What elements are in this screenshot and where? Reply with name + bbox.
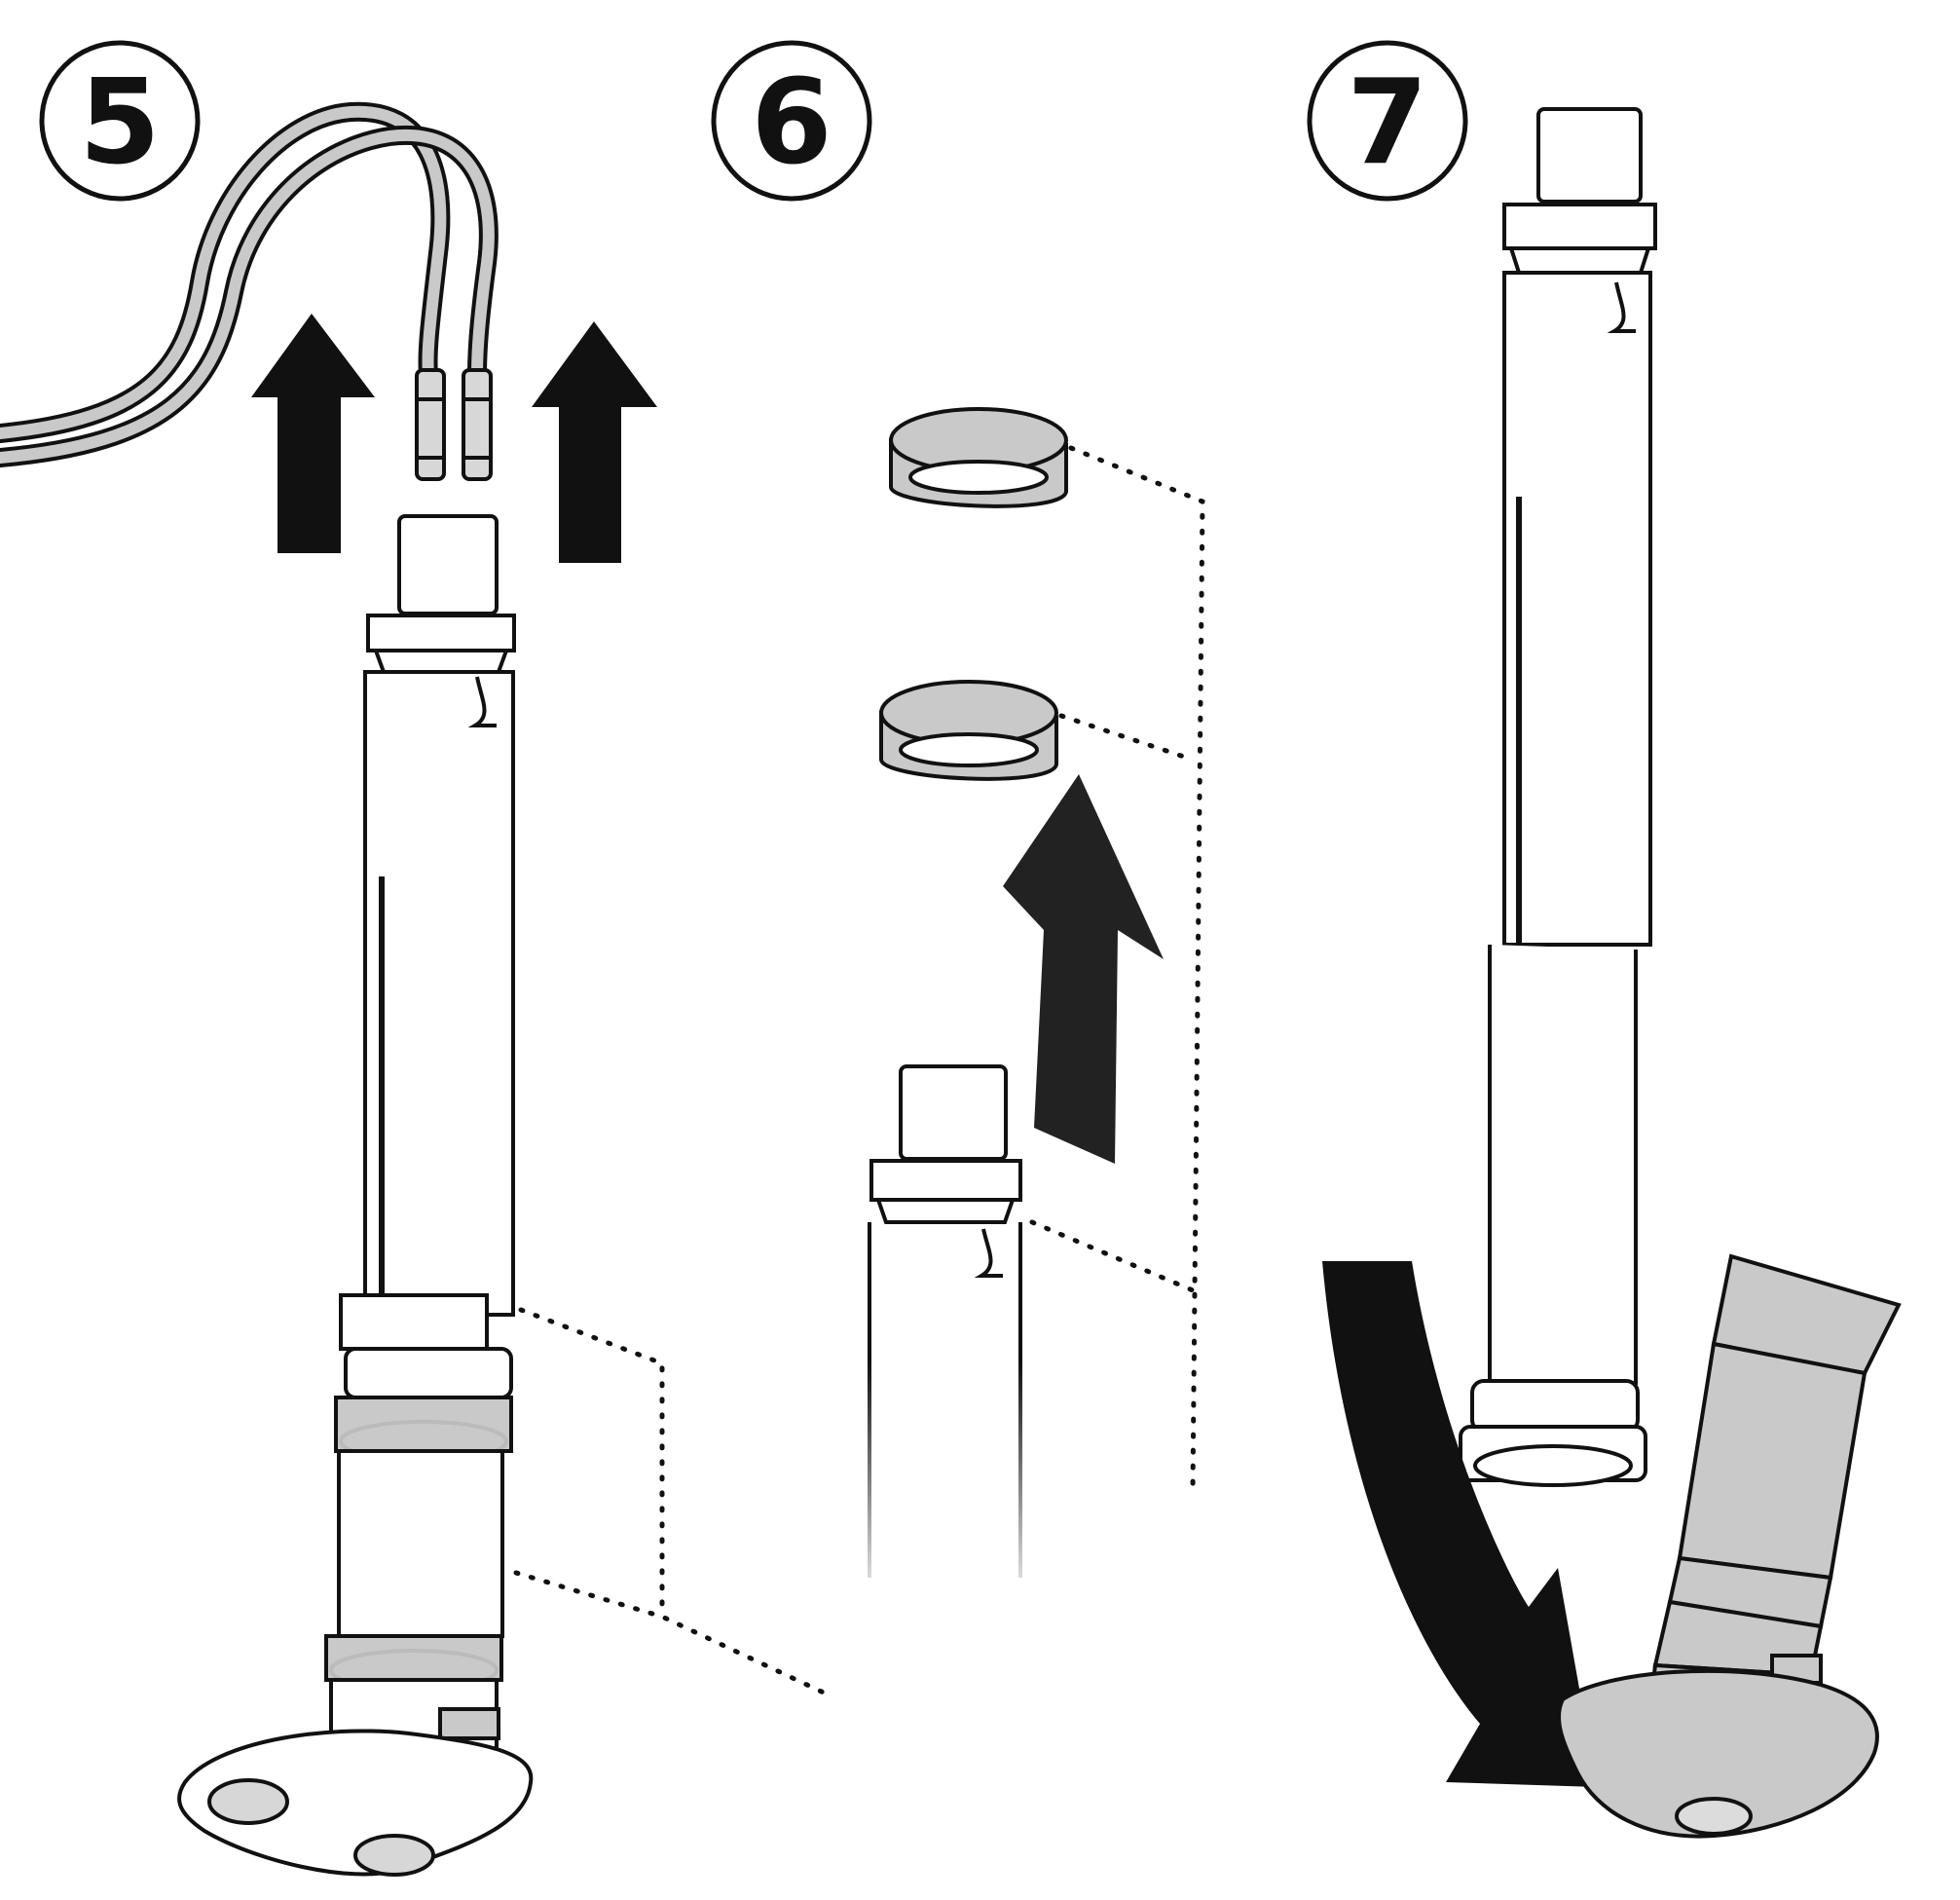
step-5: 5 xyxy=(0,40,831,1877)
base-flange-assembled xyxy=(1556,1668,1879,1839)
arrow-up-right-icon xyxy=(532,321,657,563)
heater-tube-partial xyxy=(847,1064,1042,1617)
step-6-number: 6 xyxy=(751,56,832,191)
curved-arrow-icon xyxy=(1322,1261,1597,1787)
heater-tube xyxy=(324,514,516,1755)
base-flange xyxy=(177,1729,534,1877)
sealing-ring-top xyxy=(889,407,1068,508)
arrow-up-diagonal-icon xyxy=(1003,774,1164,1164)
wire-cables xyxy=(0,101,499,467)
step-5-badge: 5 xyxy=(39,40,201,202)
heater-tube-assembled xyxy=(1459,107,1657,1487)
step-7-number: 7 xyxy=(1347,56,1428,191)
step-6-badge: 6 xyxy=(711,40,872,202)
arrow-up-left-icon xyxy=(251,314,375,553)
dotted-guides-step5 xyxy=(513,1307,831,1697)
sealing-ring-bottom xyxy=(879,680,1058,781)
step-6: 6 xyxy=(711,40,1205,1617)
step-7: 7 xyxy=(1307,40,1902,1839)
dotted-guides-step6 xyxy=(1029,445,1205,1493)
step-7-badge: 7 xyxy=(1307,40,1468,202)
wire-connectors xyxy=(415,368,493,481)
step-5-number: 5 xyxy=(79,56,161,191)
